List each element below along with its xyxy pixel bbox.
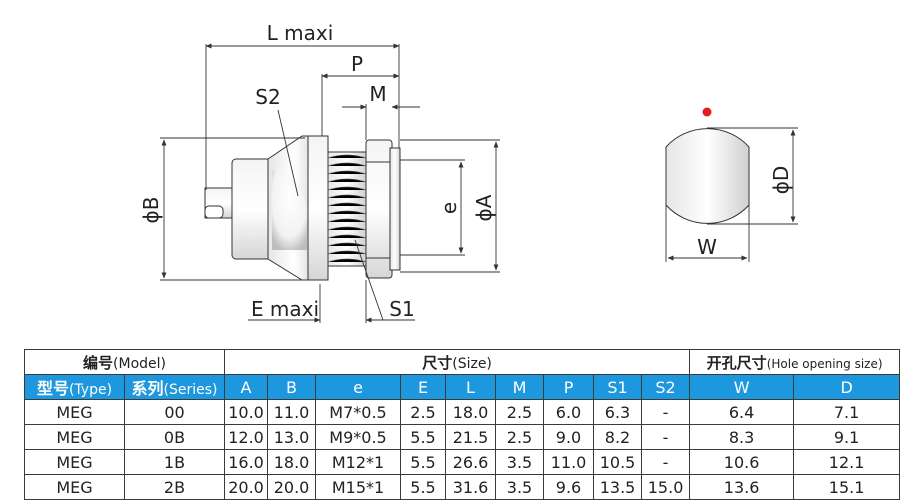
group-hole: 开孔尺寸(Hole opening size) — [689, 349, 900, 375]
dimension-lines — [160, 43, 500, 323]
cell-d: 9.1 — [793, 424, 900, 450]
table-row: MEG 2B 20.0 20.0 M15*1 5.5 31.6 3.5 9.6 … — [24, 474, 900, 500]
cell-e: 2.5 — [400, 399, 447, 425]
cell-d: 7.1 — [793, 399, 900, 425]
col-a: A — [224, 374, 269, 400]
cell-a: 16.0 — [224, 449, 269, 475]
cell-s2: - — [641, 399, 691, 425]
cell-e: 5.5 — [400, 424, 447, 450]
technical-drawing: L maxi P M S2 ϕB e ϕA E maxi S1 ϕD W — [139, 21, 798, 323]
hole-opening-view — [665, 107, 750, 224]
col-w: W — [689, 374, 795, 400]
table-row: MEG 1B 16.0 18.0 M12*1 5.5 26.6 3.5 11.0… — [24, 449, 900, 475]
connector-side-view — [204, 135, 401, 281]
label-phi-a: ϕA — [472, 194, 496, 221]
label-s1: S1 — [389, 297, 414, 321]
cell-s1: 6.3 — [593, 399, 643, 425]
col-d: D — [793, 374, 900, 400]
col-s2: S2 — [641, 374, 691, 400]
group-model: 编号(Model) — [23, 349, 226, 375]
cell-e: 5.5 — [400, 474, 447, 500]
cell-s1: 10.5 — [593, 449, 643, 475]
cell-a: 12.0 — [224, 424, 269, 450]
cell-series: 00 — [123, 399, 226, 425]
label-m: M — [369, 82, 386, 106]
col-type: 型号(Type) — [24, 374, 125, 400]
cell-a: 20.0 — [224, 474, 269, 500]
label-phi-d: ϕD — [769, 166, 793, 195]
cell-series: 2B — [123, 474, 226, 500]
cell-e-thread: M9*0.5 — [315, 424, 402, 450]
col-p: P — [543, 374, 595, 400]
col-series: 系列(Series) — [123, 374, 226, 400]
cell-type: MEG — [24, 424, 125, 450]
cell-b: 18.0 — [267, 449, 317, 475]
cell-m: 3.5 — [495, 449, 545, 475]
spec-table: 编号(Model) 尺寸(Size) 开孔尺寸(Hole opening siz… — [23, 349, 900, 500]
cell-d: 15.1 — [793, 474, 900, 500]
cell-w: 13.6 — [689, 474, 795, 500]
cell-series: 0B — [123, 424, 226, 450]
cell-s1: 8.2 — [593, 424, 643, 450]
cell-b: 13.0 — [267, 424, 317, 450]
col-l: L — [445, 374, 497, 400]
col-b: B — [267, 374, 317, 400]
cell-m: 3.5 — [495, 474, 545, 500]
column-header-row: 型号(Type) 系列(Series) A B e E L M P S1 S2 … — [24, 374, 900, 400]
label-p: P — [351, 52, 363, 76]
cell-s2: - — [641, 424, 691, 450]
cell-b: 20.0 — [267, 474, 317, 500]
thread-lines — [327, 154, 367, 263]
group-size: 尺寸(Size) — [224, 349, 691, 375]
cell-l: 18.0 — [445, 399, 497, 425]
table-row: MEG 0B 12.0 13.0 M9*0.5 5.5 21.5 2.5 9.0… — [24, 424, 900, 450]
cell-series: 1B — [123, 449, 226, 475]
cell-type: MEG — [24, 474, 125, 500]
cell-e-thread: M15*1 — [315, 474, 402, 500]
label-phi-b: ϕB — [139, 197, 163, 224]
cell-l: 26.6 — [445, 449, 497, 475]
cell-a: 10.0 — [224, 399, 269, 425]
label-e: e — [437, 202, 461, 214]
group-header-row: 编号(Model) 尺寸(Size) 开孔尺寸(Hole opening siz… — [23, 349, 900, 375]
cell-w: 8.3 — [689, 424, 795, 450]
label-l-maxi: L maxi — [267, 21, 334, 45]
col-m: M — [495, 374, 545, 400]
label-w: W — [697, 235, 717, 259]
cell-p: 9.0 — [543, 424, 595, 450]
cell-m: 2.5 — [495, 399, 545, 425]
cell-type: MEG — [24, 449, 125, 475]
label-e-maxi: E maxi — [251, 297, 319, 321]
col-s1: S1 — [593, 374, 643, 400]
cell-l: 31.6 — [445, 474, 497, 500]
cell-w: 6.4 — [689, 399, 795, 425]
table-row: MEG 00 10.0 11.0 M7*0.5 2.5 18.0 2.5 6.0… — [24, 399, 900, 425]
cell-w: 10.6 — [689, 449, 795, 475]
dimension-labels: L maxi P M S2 ϕB e ϕA E maxi S1 — [139, 21, 496, 321]
red-dot-marker — [702, 107, 712, 117]
cell-l: 21.5 — [445, 424, 497, 450]
cell-e: 5.5 — [400, 449, 447, 475]
cell-e-thread: M7*0.5 — [315, 399, 402, 425]
label-s2: S2 — [255, 85, 280, 109]
cell-s1: 13.5 — [593, 474, 643, 500]
cell-d: 12.1 — [793, 449, 900, 475]
cell-p: 11.0 — [543, 449, 595, 475]
cell-p: 9.6 — [543, 474, 595, 500]
cell-s2: 15.0 — [641, 474, 691, 500]
cell-p: 6.0 — [543, 399, 595, 425]
cell-m: 2.5 — [495, 424, 545, 450]
cell-b: 11.0 — [267, 399, 317, 425]
col-e: E — [400, 374, 447, 400]
hole-dimension-lines — [665, 127, 798, 262]
cell-s2: - — [641, 449, 691, 475]
cell-e-thread: M12*1 — [315, 449, 402, 475]
col-e-thread: e — [315, 374, 402, 400]
cell-type: MEG — [24, 399, 125, 425]
